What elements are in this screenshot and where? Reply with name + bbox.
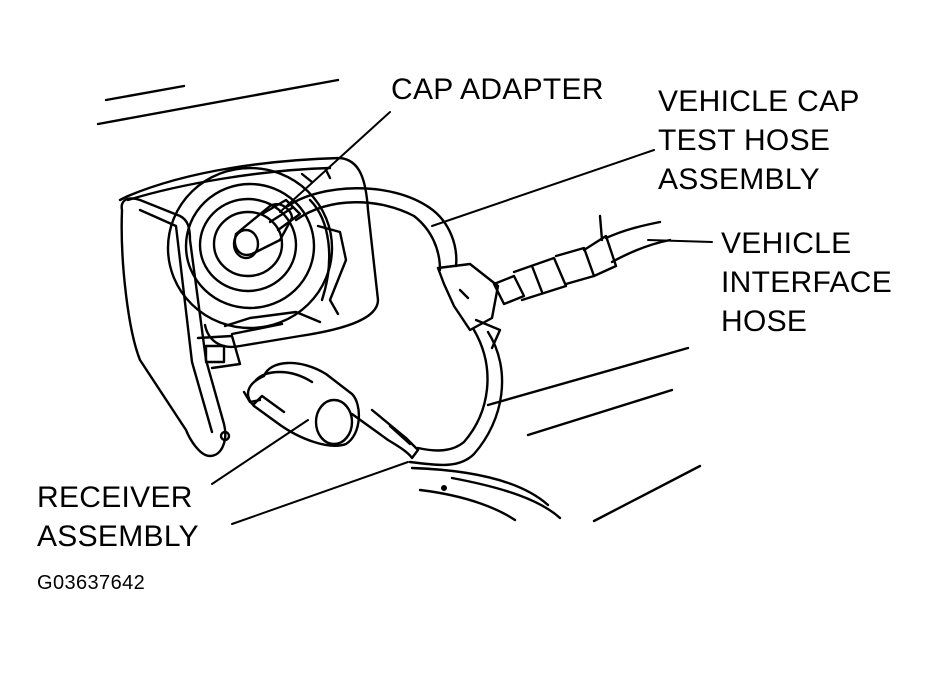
leader-lines [211, 111, 713, 525]
fuel-door [120, 197, 242, 458]
label-line: INTERFACE [721, 266, 893, 299]
vehicle-interface-hose-label: VEHICLE INTERFACE HOSE [721, 224, 892, 341]
label-line: ASSEMBLY [658, 163, 820, 196]
label-line: VEHICLE [721, 227, 852, 260]
receiver-assembly-label: RECEIVER ASSEMBLY [37, 478, 199, 556]
speck [441, 485, 448, 492]
body-panel-lines [96, 78, 702, 523]
label-line: VEHICLE CAP [658, 85, 860, 118]
interface-coupling [492, 214, 672, 306]
vehicle-cap-test-hose-label: VEHICLE CAP TEST HOSE ASSEMBLY [658, 82, 860, 199]
cap-adapter-label: CAP ADAPTER [391, 73, 604, 106]
label-line: TEST HOSE [658, 124, 831, 157]
test-hose [286, 187, 504, 467]
cap-adapter-part [232, 198, 302, 260]
label-line: HOSE [721, 305, 808, 338]
label-line: RECEIVER [37, 481, 193, 514]
figure-id: G03637642 [37, 572, 146, 594]
filler-pocket [118, 156, 380, 349]
receiver-assembly-part [242, 361, 360, 447]
label-line: ASSEMBLY [37, 520, 199, 553]
